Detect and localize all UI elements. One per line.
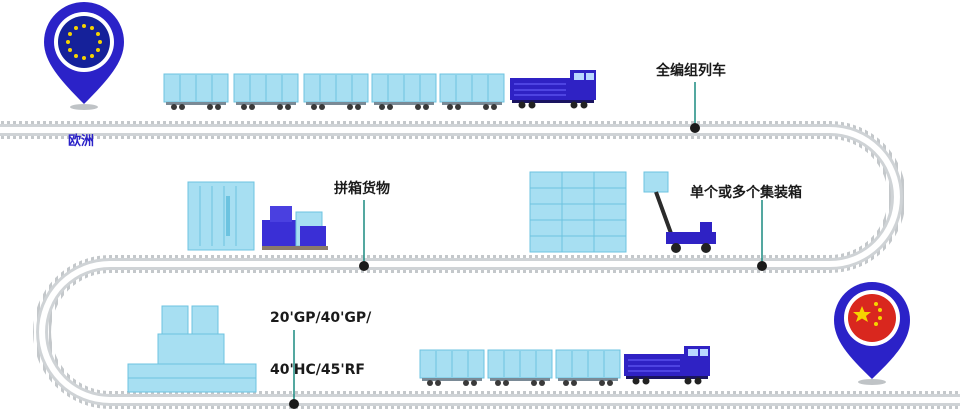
containers-label: 单个或多个集装箱: [690, 185, 802, 201]
top-train: [163, 69, 597, 111]
connectors: [289, 82, 767, 409]
stacked-containers-lower: [127, 305, 257, 393]
container-types-line1: 20'GP/40'GP/: [270, 310, 372, 326]
container-types-line2: 40'HC/45'RF: [270, 362, 365, 378]
bottom-train: [419, 345, 711, 387]
eu-flag-map-pin-icon: [44, 2, 124, 110]
railway-track: [0, 121, 960, 409]
lcl-cargo-label: 拼箱货物: [334, 181, 390, 197]
open-container: [187, 181, 255, 251]
palletized-boxes-icon: [262, 206, 328, 250]
stacked-containers: [529, 171, 627, 253]
europe-label: 欧洲: [68, 134, 95, 149]
full-train-label: 全编组列车: [656, 63, 726, 79]
china-flag-map-pin-icon: [834, 282, 910, 385]
container-reach-stacker-icon: [643, 171, 716, 253]
